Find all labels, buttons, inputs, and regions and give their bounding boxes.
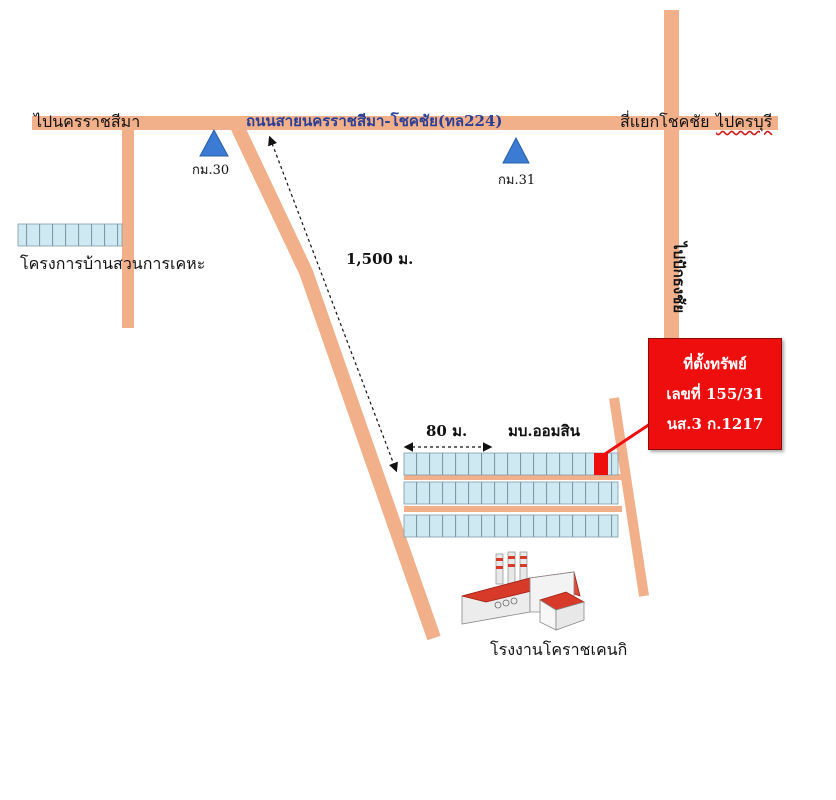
location-number: เลขที่ 155/31 — [666, 385, 764, 403]
label-factory: โรงงานโคราชเคนกิ — [490, 640, 628, 659]
road-to-pak-thong-chai — [664, 10, 679, 340]
soi-road-to-village — [229, 121, 441, 641]
village-road-1 — [404, 474, 622, 480]
label-km30: กม.30 — [192, 163, 230, 178]
road-to-housing-project — [122, 128, 134, 328]
house-row-bottom — [403, 514, 619, 538]
label-to-pak-thong-chai: ไปปักธงชัย — [670, 242, 688, 314]
label-distance-80: 80 ม. — [426, 422, 468, 440]
side-road-right — [609, 397, 649, 597]
label-to-buriram: ไปครบุรี — [716, 112, 773, 131]
main-road-224 — [32, 116, 778, 130]
km30-marker-icon — [199, 128, 229, 157]
km31-marker-icon — [502, 136, 530, 164]
house-row-top — [403, 452, 619, 476]
property-location-box: ที่ตั้งทรัพย์ เลขที่ 155/31 นส.3 ก.1217 — [648, 338, 782, 450]
label-to-nakhon-ratchasima: ไปนครราชสีมา — [34, 112, 141, 131]
house-row-left-project — [17, 223, 123, 247]
label-km31: กม.31 — [498, 173, 536, 188]
house-row-middle — [403, 481, 619, 505]
label-main-road: ถนนสายนครราชสีมา-โชคชัย(ทล224) — [246, 112, 503, 130]
village-road-2 — [404, 506, 622, 512]
location-deed: นส.3 ก.1217 — [666, 415, 764, 433]
label-housing-project: โครงการบ้านสวนการเคหะ — [20, 254, 206, 273]
subject-property-highlight — [594, 453, 608, 475]
location-title: ที่ตั้งทรัพย์ — [683, 355, 747, 373]
house-rows — [17, 223, 619, 538]
factory-icon — [461, 551, 586, 631]
label-village-name: มบ.ออมสิน — [508, 422, 580, 440]
location-pointer — [601, 422, 651, 458]
distance-arrow-1500 — [268, 135, 398, 473]
roads — [32, 10, 778, 641]
label-chokchai-junction: สี่แยกโชคชัย — [620, 112, 710, 131]
label-distance-1500: 1,500 ม. — [346, 250, 414, 268]
